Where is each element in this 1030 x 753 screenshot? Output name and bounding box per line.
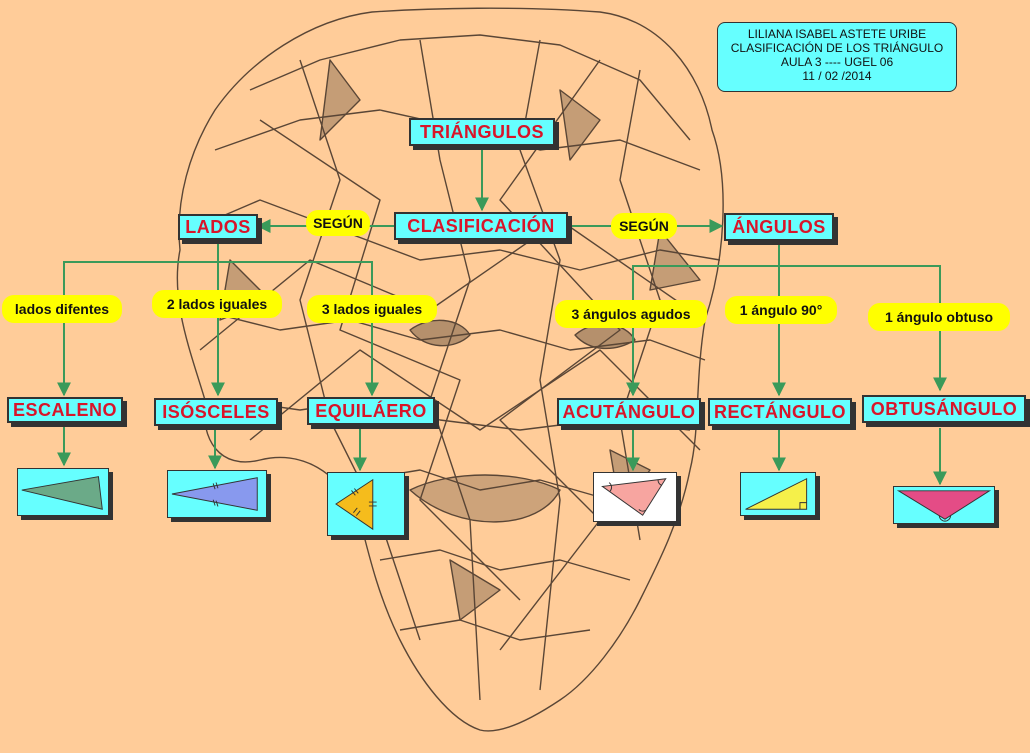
right-triangle-card	[740, 472, 816, 516]
author-info-box: LILIANA ISABEL ASTETE URIBE CLASIFICACIÓ…	[717, 22, 957, 92]
node-obtusangulo[interactable]: OBTUSÁNGULO	[862, 395, 1026, 423]
equilateral-triangle-icon	[335, 478, 377, 531]
author-name: LILIANA ISABEL ASTETE URIBE	[747, 27, 927, 41]
link-un-angulo-90: 1 ángulo 90°	[725, 296, 837, 324]
node-acutangulo[interactable]: ACUTÁNGULO	[557, 398, 701, 426]
link-tres-angulos-agudos: 3 ángulos agudos	[555, 300, 707, 328]
info-topic: CLASIFICACIÓN DE LOS TRIÁNGULO	[730, 41, 944, 55]
isosceles-triangle-icon	[171, 477, 258, 511]
scalene-triangle-card	[17, 468, 109, 516]
node-isosceles[interactable]: ISÓSCELES	[154, 398, 278, 426]
obtuse-triangle-card	[893, 486, 995, 524]
node-escaleno[interactable]: ESCALENO	[7, 397, 123, 423]
link-segun-left: SEGÚN	[306, 210, 370, 236]
link-tres-lados-iguales: 3 lados iguales	[307, 295, 437, 323]
obtuse-triangle-icon	[896, 490, 992, 522]
scalene-triangle-icon	[21, 476, 103, 510]
info-classroom: AULA 3 ---- UGEL 06	[780, 55, 894, 69]
node-rectangulo[interactable]: RECTÁNGULO	[708, 398, 852, 426]
link-lados-diferentes: lados difentes	[2, 295, 122, 323]
isosceles-triangle-card	[167, 470, 267, 518]
link-segun-right: SEGÚN	[611, 213, 677, 239]
acute-triangle-card	[593, 472, 677, 522]
node-equilatero[interactable]: EQUILÁERO	[307, 397, 435, 425]
link-un-angulo-obtuso: 1 ángulo obtuso	[868, 303, 1010, 331]
info-date: 11 / 02 /2014	[802, 69, 872, 83]
node-clasificacion[interactable]: CLASIFICACIÓN	[394, 212, 568, 240]
acute-triangle-icon	[601, 478, 667, 516]
node-angulos[interactable]: ÁNGULOS	[724, 213, 834, 241]
link-dos-lados-iguales: 2 lados iguales	[152, 290, 282, 318]
equilateral-triangle-card	[327, 472, 405, 536]
right-triangle-icon	[745, 477, 808, 510]
node-triangulos[interactable]: TRIÁNGULOS	[409, 118, 555, 146]
node-lados[interactable]: LADOS	[178, 214, 258, 240]
